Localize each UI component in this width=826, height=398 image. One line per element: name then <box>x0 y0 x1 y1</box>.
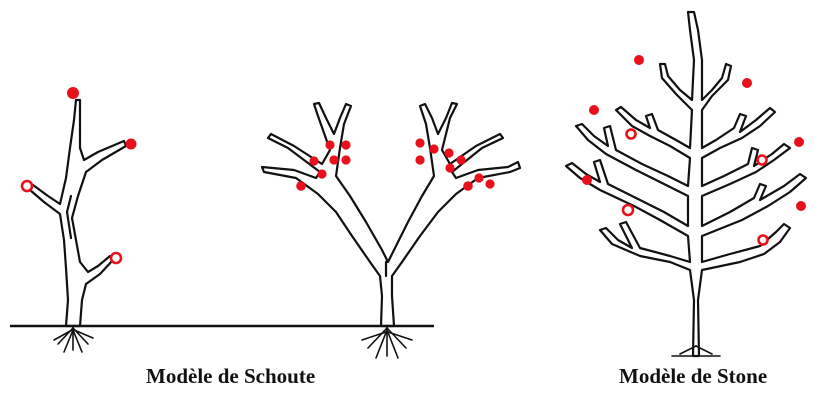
schoute-young-inner-left <box>67 196 71 238</box>
bud-filled-icon <box>341 140 350 149</box>
bud-filled-icon <box>296 181 306 191</box>
schoute-tree-mature <box>262 103 520 358</box>
bud-open-icon <box>22 181 32 191</box>
schoute-young-roots <box>54 326 93 352</box>
bud-filled-icon <box>126 139 137 150</box>
bud-filled-icon <box>463 181 473 191</box>
bud-filled-icon <box>341 155 350 164</box>
bud-filled-icon <box>415 138 424 147</box>
bud-open-icon <box>623 205 633 215</box>
bud-filled-icon <box>67 87 79 99</box>
bud-filled-icon <box>742 78 752 88</box>
bud-open-icon <box>759 236 768 245</box>
bud-filled-icon <box>444 148 453 157</box>
bud-filled-icon <box>485 179 494 188</box>
bud-filled-icon <box>329 155 338 164</box>
bud-open-icon <box>111 253 121 263</box>
stone-tree <box>566 12 806 356</box>
bud-filled-icon <box>634 55 644 65</box>
bud-filled-icon <box>309 156 318 165</box>
bud-filled-icon <box>317 169 326 178</box>
bud-filled-icon <box>589 105 599 115</box>
bud-filled-icon <box>474 173 483 182</box>
bud-open-icon <box>627 130 636 139</box>
bud-filled-icon <box>445 163 454 172</box>
bud-filled-icon <box>456 155 465 164</box>
bud-filled-icon <box>794 137 804 147</box>
schoute-young-outline <box>30 100 126 326</box>
bud-filled-icon <box>796 201 806 211</box>
schoute-tree-young <box>22 87 137 352</box>
bud-open-icon <box>758 156 767 165</box>
bud-filled-icon <box>582 175 592 185</box>
bud-filled-icon <box>325 140 334 149</box>
stone-trunk-outline <box>566 12 806 356</box>
schoute-mature-outline <box>262 103 520 326</box>
caption-stone-model: Modèle de Stone <box>619 364 767 389</box>
schoute-mature-roots <box>362 326 412 358</box>
bud-filled-icon <box>415 155 424 164</box>
caption-schoute-model: Modèle de Schoute <box>146 364 315 389</box>
bud-filled-icon <box>429 144 438 153</box>
